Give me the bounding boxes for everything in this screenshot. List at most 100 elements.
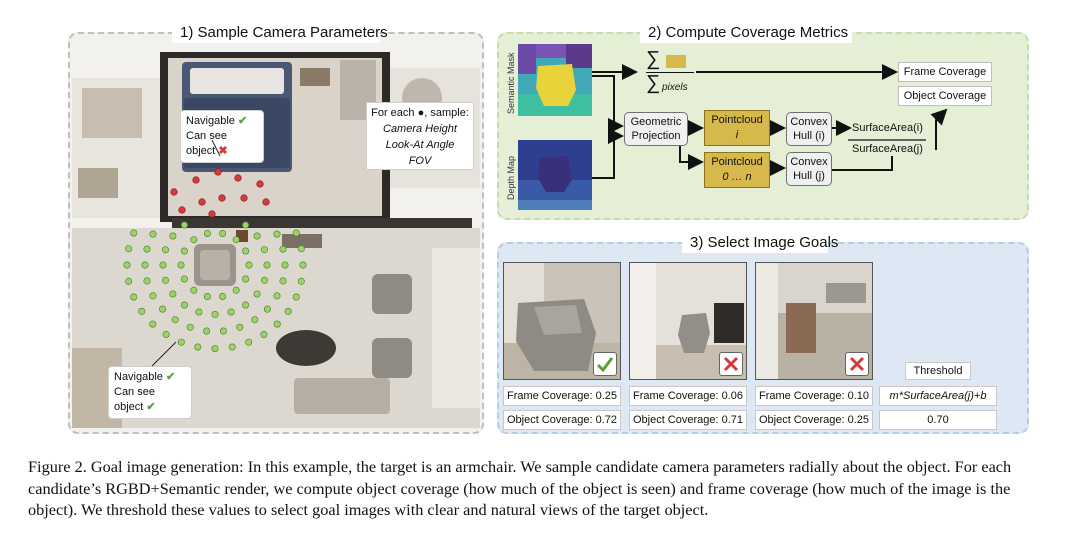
flow-arrows	[592, 64, 948, 179]
navigable-point	[260, 330, 268, 338]
navigable-point	[190, 236, 198, 244]
pointcloud-i-index: i	[735, 129, 739, 141]
geometric-projection-box: Geometric Projection	[624, 112, 688, 146]
navigable-point	[123, 261, 131, 269]
note-bottom: Navigable ✔ Can see object ✔	[108, 366, 192, 419]
navigable-point	[242, 221, 250, 229]
navigable-point	[203, 293, 211, 301]
navigable-point	[180, 221, 188, 229]
surface-area-i: SurfaceArea(i)	[852, 122, 923, 134]
pointer-line-bottom	[151, 341, 177, 367]
sample-box: For each ●, sample: Camera Height Look-A…	[366, 102, 474, 170]
sample-item-camera-height: Camera Height	[383, 123, 457, 135]
cross-icon: ✖	[218, 145, 228, 157]
threshold-value: 0.70	[879, 410, 997, 430]
navigable-point	[143, 277, 151, 285]
sample-header: For each ●, sample:	[371, 107, 469, 119]
navigable-point	[261, 246, 269, 254]
pointcloud-i-label: Pointcloud	[711, 114, 763, 126]
semantic-mask-image	[518, 44, 592, 116]
sample-item-fov: FOV	[408, 155, 432, 167]
navigable-point	[211, 310, 219, 318]
accept-check-icon	[593, 352, 617, 376]
navigable-point	[211, 345, 219, 353]
panel1-title: 1) Sample Camera Parameters	[172, 22, 388, 43]
sum-symbol-top: ∑	[646, 48, 661, 70]
navigable-point	[162, 276, 170, 284]
pixels-label: pixels	[662, 82, 688, 93]
pointcloud-i-box: Pointcloud i	[704, 110, 770, 146]
navigable-point	[159, 261, 167, 269]
sum-symbol-bottom: ∑	[646, 72, 661, 94]
reject-cross-icon	[719, 352, 743, 376]
note-top-navigable: Navigable	[186, 115, 235, 127]
surface-area-j: SurfaceArea(j)	[852, 143, 923, 155]
depth-map-image	[518, 140, 592, 210]
navigable-point	[149, 320, 157, 328]
navigable-point	[190, 286, 198, 294]
pointcloud-j-box: Pointcloud 0 … n	[704, 152, 770, 188]
image2-object-coverage: Object Coverage: 0.71	[629, 410, 747, 430]
navigable-point	[227, 308, 235, 316]
navigable-point	[279, 277, 287, 285]
navigable-point	[253, 290, 261, 298]
navigable-point	[162, 246, 170, 254]
navigable-point	[284, 307, 292, 315]
navigable-point	[169, 290, 177, 298]
check-icon: ✔	[165, 371, 176, 383]
note-top-see-object: Can see object	[186, 130, 227, 157]
threshold-label: Threshold	[905, 362, 971, 380]
fraction-bar	[646, 72, 694, 73]
convex-hull-i-l1: Convex	[790, 116, 828, 128]
navigable-point	[242, 301, 250, 309]
figure-caption: Figure 2. Goal image generation: In this…	[28, 457, 1012, 519]
depth-map-label: Depth Map	[506, 155, 516, 200]
navigable-point	[251, 316, 259, 324]
navigable-point	[232, 236, 240, 244]
navigable-point	[219, 327, 227, 335]
sample-item-look-at-angle: Look-At Angle	[385, 139, 455, 151]
navigable-point	[297, 277, 305, 285]
convex-hull-j-l2: Hull (j)	[793, 170, 825, 182]
navigable-point	[130, 293, 138, 301]
pointcloud-j-label: Pointcloud	[711, 156, 763, 168]
note-bottom-see-object: Can see object	[114, 386, 155, 413]
image3-object-coverage: Object Coverage: 0.25	[755, 410, 873, 430]
navigable-point	[194, 343, 202, 351]
semantic-mask-label: Semantic Mask	[506, 52, 516, 114]
navigable-point	[281, 261, 289, 269]
check-icon: ✔	[237, 115, 248, 127]
navigable-point	[273, 230, 281, 238]
navigable-point	[171, 316, 179, 324]
note-bottom-navigable: Navigable	[114, 371, 163, 383]
navigable-point	[195, 308, 203, 316]
navigable-point	[180, 275, 188, 283]
threshold-formula: m*SurfaceArea(j)+b	[879, 386, 997, 406]
image1-frame-coverage: Frame Coverage: 0.25	[503, 386, 621, 406]
navigable-point	[242, 247, 250, 255]
image1-object-coverage: Object Coverage: 0.72	[503, 410, 621, 430]
navigable-point	[125, 277, 133, 285]
pointer-line-top	[211, 140, 221, 157]
navigable-point	[130, 229, 138, 237]
navigable-point	[159, 305, 167, 313]
navigable-point	[219, 230, 227, 238]
navigable-point	[180, 247, 188, 255]
object-coverage-output: Object Coverage	[898, 86, 992, 106]
navigable-point	[169, 232, 177, 240]
navigable-point	[299, 261, 307, 269]
navigable-point	[149, 230, 157, 238]
navigable-point	[263, 305, 271, 313]
navigable-point	[177, 338, 185, 346]
object-pixels-swatch	[666, 55, 686, 68]
navigable-point	[292, 229, 300, 237]
navigable-point	[180, 301, 188, 309]
navigable-point	[279, 245, 287, 253]
note-top: Navigable ✔ Can see object ✖	[180, 110, 264, 163]
goal-image-1	[503, 262, 621, 380]
convex-hull-j-box: Convex Hull (j)	[786, 152, 832, 186]
navigable-point	[162, 330, 170, 338]
navigable-point	[228, 343, 236, 351]
navigable-point	[203, 327, 211, 335]
navigable-point	[203, 230, 211, 238]
